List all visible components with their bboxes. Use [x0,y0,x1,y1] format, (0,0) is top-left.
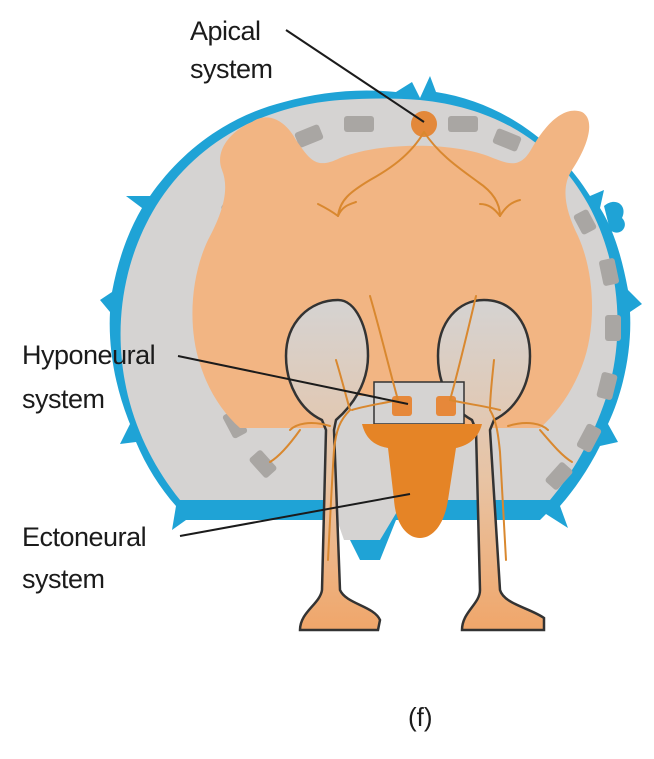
label-apical-line1: Apical [190,16,261,46]
panel-caption: (f) [408,702,433,732]
label-hyponeural-line2: system [22,384,105,414]
label-hyponeural-line1: Hyponeural [22,340,155,370]
hyponeural-block-left [392,396,412,416]
label-ectoneural-line1: Ectoneural [22,522,146,552]
hyponeural-block-right [436,396,456,416]
label-apical-line2: system [190,54,273,84]
label-ectoneural-line2: system [22,564,105,594]
